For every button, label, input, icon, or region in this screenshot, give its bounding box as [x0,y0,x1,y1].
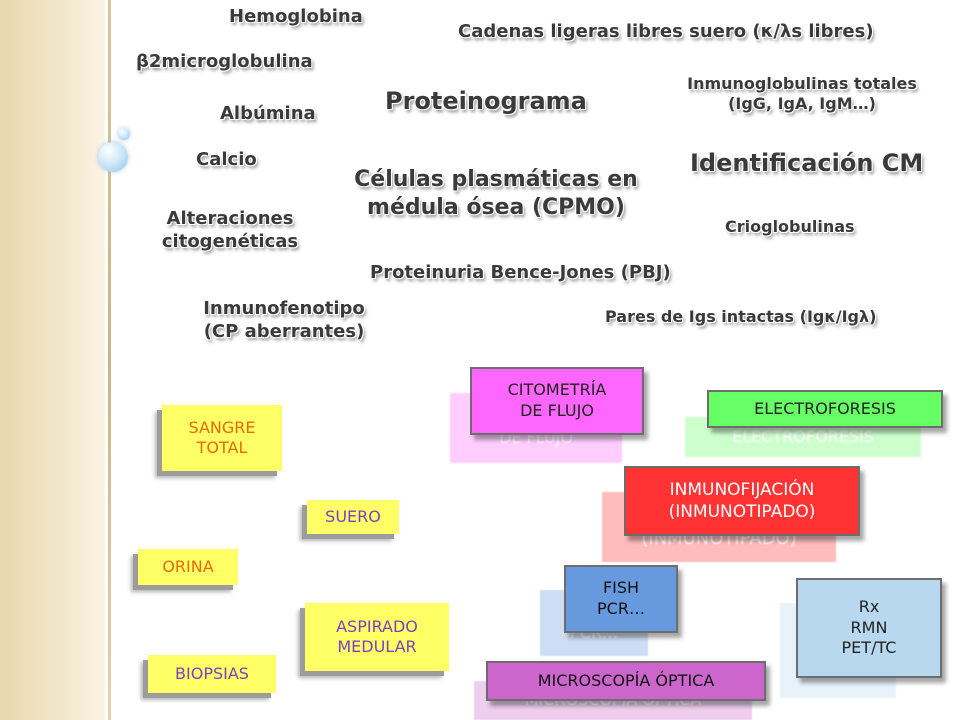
label-line: citogenéticas [161,230,299,252]
label-line: Inmunoglobulinas totales [687,74,917,93]
technique-line: MICROSCOPÍA ÓPTICA [537,670,715,690]
sample-line: MEDULAR [337,637,417,656]
sample-line: BIOPSIAS [175,664,249,683]
technique-inmunofijacion: INMUNOFIJACIÓN (INMUNOTIPADO) [624,466,860,536]
technique-line: RMN [850,617,888,637]
decorative-bubble-large [98,142,128,172]
label-calcio: Calcio [196,149,257,170]
label-cadenas-ligeras: Cadenas ligeras libres suero (κ/λs libre… [458,21,874,42]
label-line: Inmunofenotipo [203,298,365,319]
sample-aspirado-medular: ASPIRADO MEDULAR [305,603,449,671]
label-inmunofenotipo: Inmunofenotipo (CP aberrantes) [186,298,382,343]
sample-line: ASPIRADO [336,617,418,636]
decorative-bubble-small [118,128,130,140]
label-alteraciones-citogeneticas: Alteraciones citogenéticas [150,208,310,253]
label-identificacion-cm: Identificación CM [690,149,924,177]
reflection-line: ELECTROFORESIS [732,426,874,446]
label-celulas-plasmaticas: Células plasmáticas en médula ósea (CPMO… [322,166,670,221]
decorative-stripe-line [108,0,111,720]
technique-line: ELECTROFORESIS [754,398,896,418]
label-line: Células plasmáticas en [354,167,638,192]
sample-biopsias: BIOPSIAS [148,655,276,693]
label-pares-igs: Pares de Igs intactas (Igκ/Igλ) [605,307,877,326]
label-crioglobulinas: Crioglobulinas [725,217,855,236]
technique-line: CITOMETRÍA [507,380,607,400]
label-albumina: Albúmina [220,103,316,124]
technique-line: Rx [858,596,880,616]
technique-imagen: Rx RMN PET/TC [796,578,942,678]
technique-line: DE FLUJO [520,401,594,420]
technique-line: (INMUNOTIPADO) [668,502,816,522]
label-line: Alteraciones [166,208,294,229]
label-line: médula ósea (CPMO) [367,194,625,220]
technique-citometria-de-flujo: CITOMETRÍA DE FLUJO [470,367,644,435]
label-proteinograma: Proteinograma [385,87,587,115]
technique-line: PCR… [597,599,645,618]
sample-orina: ORINA [138,549,238,585]
technique-fish-pcr: FISH PCR… [564,565,678,633]
technique-line: INMUNOFIJACIÓN [669,479,815,500]
decorative-stripe [0,0,105,720]
label-line: (IgG, IgA, IgM…) [728,94,876,113]
technique-electroforesis: ELECTROFORESIS [707,390,943,428]
sample-line: SANGRE [188,418,256,437]
sample-line: SUERO [325,507,381,526]
label-hemoglobina: Hemoglobina [229,6,363,27]
label-line: (CP aberrantes) [203,320,365,342]
label-beta2-microglobulina: β2microglobulina [136,51,313,72]
sample-line: ORINA [162,557,214,576]
sample-suero: SUERO [307,500,399,534]
label-inmunoglobulinas-totales: Inmunoglobulinas totales (IgG, IgA, IgM…… [672,74,932,114]
label-proteinuria-bence-jones: Proteinuria Bence-Jones (PBJ) [370,262,671,283]
technique-microscopia-optica: MICROSCOPÍA ÓPTICA [486,661,766,701]
technique-line: FISH [602,578,640,598]
sample-sangre-total: SANGRE TOTAL [162,405,282,471]
technique-line: PET/TC [841,638,897,658]
sample-line: TOTAL [196,438,248,457]
